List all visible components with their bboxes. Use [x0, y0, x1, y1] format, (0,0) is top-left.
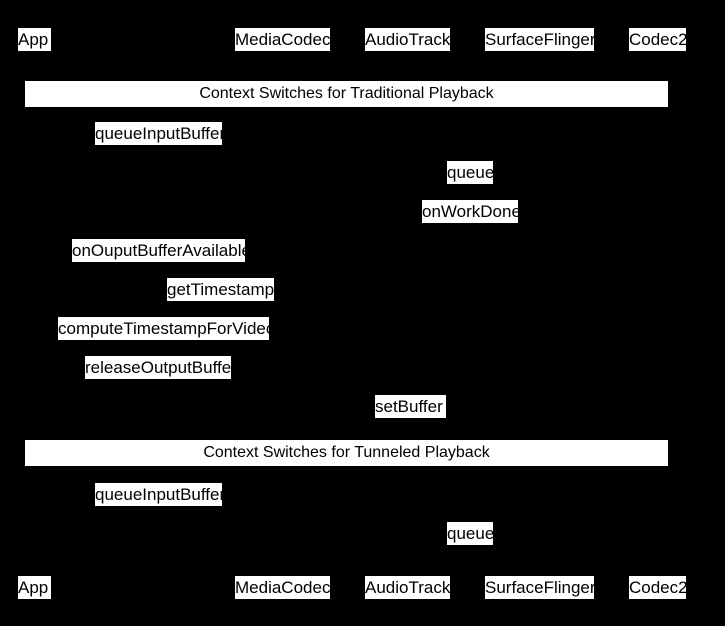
lifeline-label-bottom-audiotrack: AudioTrack: [365, 576, 451, 599]
message-label-queue-2: queue: [447, 522, 495, 545]
lifeline-label-top-mediacodec: MediaCodec: [235, 28, 331, 51]
message-label-set-buffer: setBuffer: [375, 395, 446, 418]
message-label-on-ouput-buffer-available: onOuputBufferAvailable: [72, 239, 251, 262]
lifeline-label-top-app: App: [18, 28, 51, 51]
message-label-queue-input-buffer-1: queueInputBuffer: [95, 122, 226, 145]
message-label-on-work-done: onWorkDone: [422, 200, 521, 223]
lifeline-label-bottom-surfaceflinger: SurfaceFlinger: [485, 576, 596, 599]
lifeline-label-bottom-mediacodec: MediaCodec: [235, 576, 331, 599]
section-title-bar-traditional-playback: Context Switches for Traditional Playbac…: [25, 81, 668, 107]
message-label-get-timestamp: getTimestamp: [167, 278, 275, 301]
message-label-release-output-buffer: releaseOutputBuffer: [85, 356, 237, 379]
section-title-bar-tunneled-playback: Context Switches for Tunneled Playback: [25, 440, 668, 466]
message-label-queue-input-buffer-2: queueInputBuffer: [95, 483, 226, 506]
lifeline-label-top-codec2: Codec2: [629, 28, 688, 51]
lifeline-label-bottom-codec2: Codec2: [629, 576, 688, 599]
message-label-compute-timestamp-for-video: computeTimestampForVideo: [58, 317, 276, 340]
lifeline-label-top-audiotrack: AudioTrack: [365, 28, 451, 51]
lifeline-label-bottom-app: App: [18, 576, 51, 599]
lifeline-label-top-surfaceflinger: SurfaceFlinger: [485, 28, 596, 51]
message-label-queue-1: queue: [447, 161, 495, 184]
